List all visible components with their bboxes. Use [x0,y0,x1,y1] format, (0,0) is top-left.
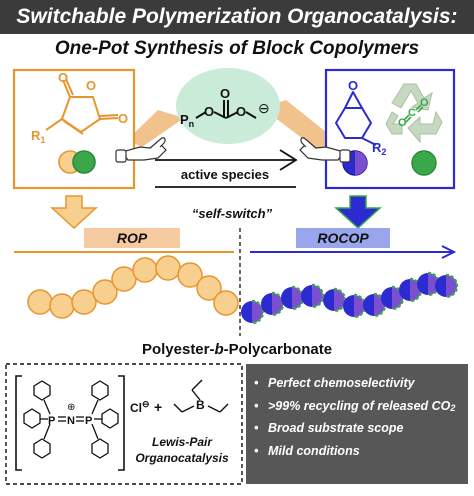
rocop-down-arrow-icon [334,195,382,230]
carbonate-oxygen-right: O [236,104,246,119]
carbonate-oxygen-left: O [204,104,214,119]
feature-item: • Perfect chemoselectivity [254,372,468,395]
polycarbonate-block [241,271,459,325]
rocop-label: ROCOP [317,230,369,246]
carbonate-structure [195,100,257,119]
epoxide-oxygen: O [348,78,358,93]
anhydride-structure [45,78,119,135]
cation-charge: ⊕ [67,402,75,413]
polycarbonate-unit [261,291,285,317]
feature-bullet: • [254,421,259,435]
carbonate-oxygen-top: O [220,86,230,101]
co2-molecule-carbon: C [408,107,416,119]
polyester-block [27,255,239,319]
anhydride-oxygen-top: O [58,70,68,85]
anhydride-monomer-green [72,150,96,174]
epoxide-substituent: R2 [372,140,386,157]
feature-text: >99% recycling of released CO [268,398,451,413]
polycarbonate-unit [343,293,367,319]
feature-bullet: • [254,376,259,390]
anhydride-ring-oxygen: O [86,78,96,93]
plus-sign: + [154,399,162,415]
catalyst-caption-line1: Lewis-Pair [152,435,213,449]
active-species-label: active species [181,167,269,182]
anhydride-substituent: R1 [31,128,45,145]
epoxide-structure [335,91,377,146]
co2-molecule-oxygen-1: O [398,117,407,129]
rocop-label-box [296,228,390,248]
triethylborane [173,379,229,413]
feature-bullet: • [254,398,259,413]
feature-text: Mild conditions [268,443,360,458]
pointing-hand-right-icon [299,137,351,163]
feature-item: • >99% recycling of released CO2 [254,395,468,418]
phosphorus-right: P [85,415,92,427]
features-panel: • Perfect chemoselectivity • >99% recyclin… [246,364,468,484]
phosphazenium-cation [23,380,119,459]
phosphorus-left: P [48,415,55,427]
polycarbonate-unit [323,287,347,313]
co2-monomer-symbol [411,150,437,176]
feature-text: Broad substrate scope [268,421,404,435]
boron-label: B [196,398,205,412]
bracket-right [118,375,125,471]
polycarbonate-unit [301,283,325,309]
co2-bonds [403,104,424,123]
feature-item: • Mild conditions [254,440,468,463]
carbonate-charge: ⊖ [258,100,270,116]
feature-item: • Broad substrate scope [254,417,468,440]
chain-end-label: Pn [180,112,194,129]
right-connector [262,100,336,150]
pointing-hand-left-icon [115,137,167,163]
catalyst-box: P N P ⊕ Cl⊖ + B Lewis-Pair Organocatalys… [5,363,243,485]
feature-text: Perfect chemoselectivity [268,376,415,390]
feature-bullet: • [254,443,259,458]
nitrogen-center: N [67,415,75,427]
co2-molecule-oxygen-2: O [420,97,429,109]
counter-ion: Cl⊖ [130,399,150,415]
page-subtitle: One-Pot Synthesis of Block Copolymers [54,38,420,59]
banner-title: Switchable Polymerization Organocatalysi… [0,0,474,34]
rop-down-arrow-icon [50,195,98,230]
self-switch-label: “self-switch” [192,206,273,221]
polycarbonate-unit [281,285,305,311]
rop-label: ROP [117,230,148,246]
product-label: Polyester-b-Polycarbonate [142,341,332,358]
polycarbonate-unit [241,299,265,325]
left-connector [127,110,184,147]
polycarbonate-unit [435,273,459,299]
catalyst-caption-line2: Organocatalysis [135,451,229,465]
reaction-scheme: O O O R1 O R2 O C O [12,68,459,358]
active-species-arrowhead [279,149,298,171]
rocop-timeline-arrowhead [441,245,457,259]
rop-label-box [84,228,180,248]
anhydride-oxygen-right: O [118,111,128,126]
recycle-icon [385,83,443,144]
bracket-left [15,375,22,471]
co2-subscript: 2 [450,402,456,413]
